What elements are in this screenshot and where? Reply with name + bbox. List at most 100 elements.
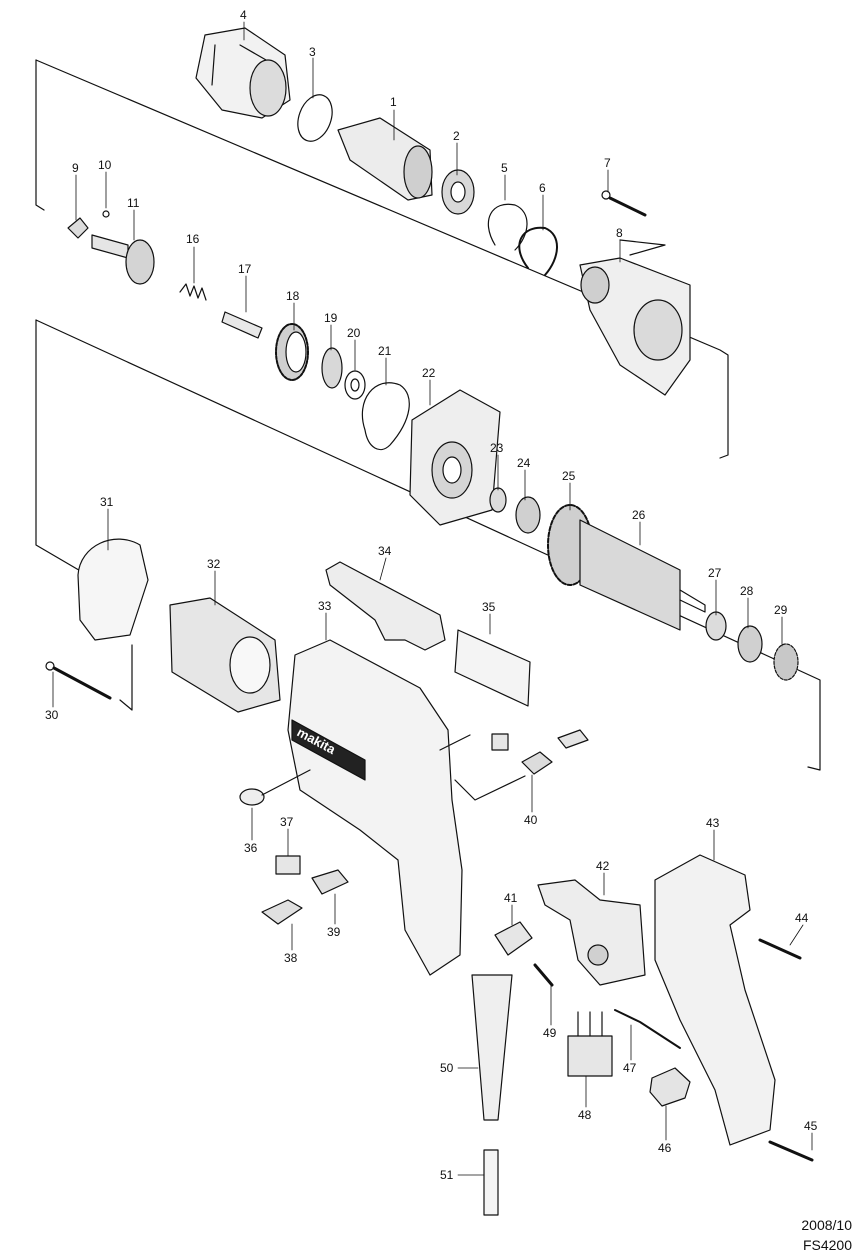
diagram-date: 2008/10 [801,1217,852,1233]
part-4-graphic [195,27,291,119]
part-11-graphic [91,234,155,285]
part-28-graphic [737,625,763,663]
part-39-graphic [311,869,349,895]
model-number: FS4200 [802,1237,852,1253]
part-45-graphic [768,1140,814,1162]
part-label-45: 45 [804,1119,818,1133]
part-label-30: 30 [45,708,59,722]
part-label-11: 11 [127,196,140,210]
part-17-graphic [221,311,263,339]
part-41-graphic [494,921,533,956]
part-label-26: 26 [632,508,646,522]
part-24-graphic [515,496,541,534]
part-51-graphic [483,1149,499,1216]
part-label-32: 32 [207,557,221,571]
part-label-51: 51 [440,1168,454,1182]
part-23-graphic [489,487,507,513]
part-label-7: 7 [604,156,611,170]
part-label-17: 17 [238,262,252,276]
part-33-graphic: makita [287,639,463,976]
part-6-graphic [518,226,558,276]
part-label-48: 48 [578,1108,592,1122]
part-label-42: 42 [596,859,610,873]
part-36-graphic [239,788,265,806]
part-label-34: 34 [378,544,392,558]
part-label-9: 9 [72,161,79,175]
leader-30 [119,644,133,711]
part-21-graphic [361,382,410,451]
part-label-22: 22 [422,366,436,380]
part-26-graphic [579,519,706,631]
part-label-40: 40 [524,813,538,827]
part-50-graphic [471,974,513,1121]
part-label-4: 4 [240,8,247,22]
part-label-37: 37 [280,815,294,829]
part-label-10: 10 [98,158,112,172]
part-label-28: 28 [740,584,754,598]
part-label-21: 21 [378,344,392,358]
part-43-graphic [654,854,776,1146]
part-22-graphic [409,389,501,526]
part-18-graphic [275,323,309,381]
part-29-graphic [773,643,799,681]
part-20-graphic [344,370,366,400]
part-label-8: 8 [616,226,623,240]
leader-33 [439,734,526,801]
part-label-39: 39 [327,925,341,939]
part-label-6: 6 [539,181,546,195]
part-label-20: 20 [347,326,361,340]
part-label-36: 36 [244,841,258,855]
part-label-1: 1 [390,95,397,109]
part-48-graphic [567,1011,613,1077]
part-2-graphic [441,169,475,215]
part-label-2: 2 [453,129,460,143]
part-label-27: 27 [708,566,722,580]
part-10-graphic [102,210,110,218]
part-44-graphic [758,938,802,960]
part-35-graphic [454,629,531,707]
part-34-graphic [325,561,446,651]
part-31-graphic [77,538,149,641]
part-3-graphic [297,94,333,142]
leader-36 [261,769,311,796]
part-27-graphic [705,611,727,641]
part-32-graphic [169,597,281,713]
part-label-5: 5 [501,161,508,175]
part-47-graphic [614,1009,681,1049]
part-label-46: 46 [658,1141,672,1155]
part-label-16: 16 [186,232,200,246]
part-label-47: 47 [623,1061,637,1075]
part-19-graphic [321,347,343,389]
part-label-38: 38 [284,951,298,965]
part-8-graphic [579,257,691,396]
part-5-graphic [487,203,528,251]
label-leaders [52,21,813,1176]
part-label-49: 49 [543,1026,557,1040]
part-30-graphic [45,661,112,700]
part-9-graphic [67,217,89,239]
part-40-graphic [491,729,589,775]
part-49-graphic [533,963,554,987]
part-37-graphic [275,855,301,875]
part-1-graphic [337,117,433,201]
part-label-3: 3 [309,45,316,59]
part-16-graphic [179,283,207,301]
part-label-18: 18 [286,289,300,303]
part-label-50: 50 [440,1061,454,1075]
part-label-19: 19 [324,311,338,325]
part-7-graphic [601,190,647,217]
part-label-23: 23 [490,441,504,455]
part-label-24: 24 [517,456,531,470]
part-label-35: 35 [482,600,496,614]
part-label-33: 33 [318,599,332,613]
leader-8 [619,239,666,256]
part-label-44: 44 [795,911,809,925]
group-bracket-front [35,59,729,459]
part-label-41: 41 [504,891,518,905]
part-42-graphic [537,879,646,986]
part-38-graphic [261,899,303,925]
part-label-29: 29 [774,603,788,617]
part-46-graphic [649,1067,691,1107]
part-label-25: 25 [562,469,576,483]
